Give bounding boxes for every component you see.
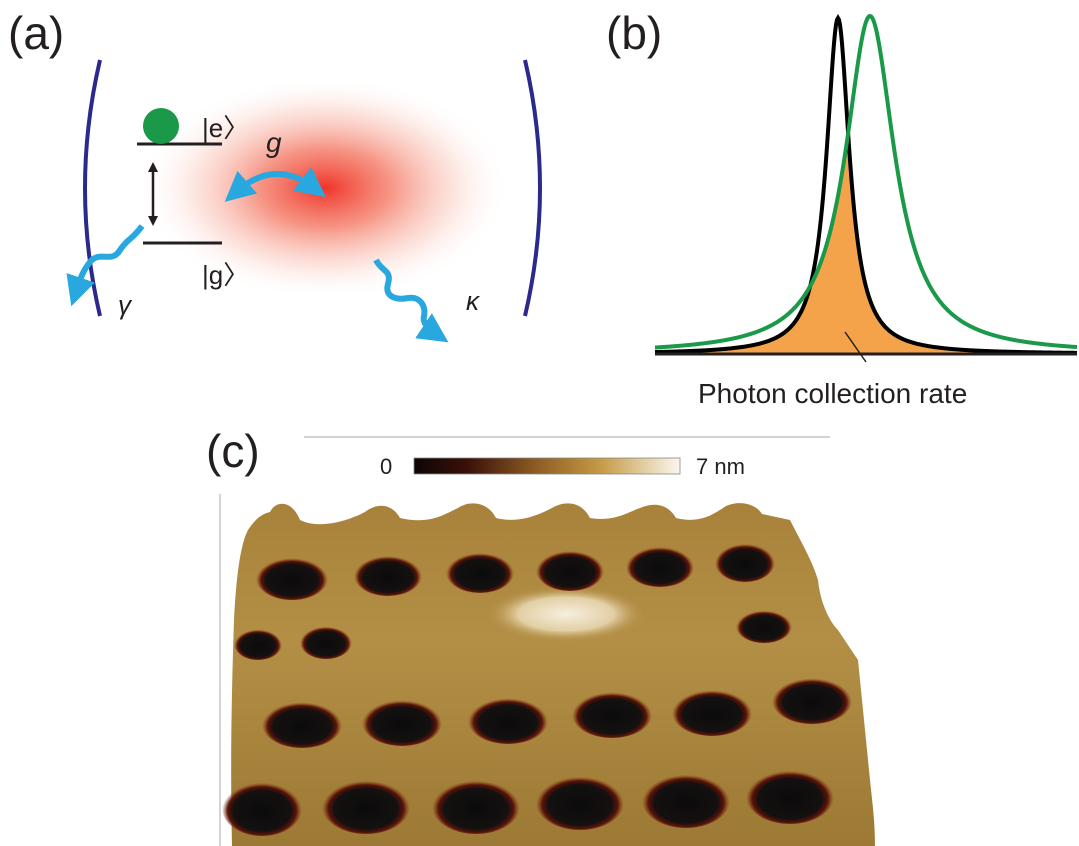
crystal-hole: [322, 778, 410, 834]
cavity-decay-arrow: [373, 258, 449, 343]
crystal-hole: [432, 778, 520, 834]
coupling-label: g: [266, 127, 282, 158]
crystal-hole: [626, 545, 694, 587]
cavity-qed-diagram: |e〉 |g〉 g γ κ: [66, 59, 542, 343]
coupling-arrow: [224, 166, 326, 202]
left-mirror: [83, 59, 102, 317]
excited-state-label: |e〉: [202, 113, 249, 143]
collection-overlap-area: [655, 134, 1077, 354]
crystal-hole: [262, 700, 342, 748]
colorbar: [414, 458, 680, 474]
annotation-pointer: [844, 331, 867, 363]
cavity-decay-label: κ: [466, 286, 481, 316]
crystal-hole: [672, 688, 752, 736]
right-mirror: [523, 59, 542, 317]
cavity-resonance-line: [654, 13, 1078, 350]
crystal-hole: [642, 772, 730, 828]
crystal-hole: [736, 609, 792, 643]
crystal-hole: [300, 625, 352, 659]
crystal-hole: [572, 690, 652, 738]
crystal-hole: [468, 696, 548, 744]
atom: [143, 108, 179, 144]
colorbar-max-label: 7 nm: [696, 454, 745, 479]
atom-emission-line: [654, 14, 1078, 355]
crystal-hole: [222, 780, 302, 836]
ground-state-label: |g〉: [202, 260, 249, 290]
colorbar-min-label: 0: [380, 454, 392, 479]
atom-decay-arrow: [66, 224, 145, 307]
panel-b-label: (b): [606, 7, 663, 59]
panel-a-label: (a): [8, 7, 65, 59]
crystal-hole: [536, 549, 604, 591]
crystal-hole: [715, 542, 775, 582]
photon-collection-rate-label: Photon collection rate: [698, 378, 967, 409]
crystal-hole: [256, 556, 328, 600]
membrane-surface: [231, 503, 875, 846]
panel-c-label: (c): [206, 425, 260, 477]
crystal-hole: [772, 676, 852, 724]
crystal-hole: [536, 774, 624, 830]
crystal-hole: [234, 628, 282, 660]
surface-bump: [486, 586, 646, 642]
cavity-mode-field: [140, 76, 510, 300]
crystal-hole: [362, 698, 442, 746]
atom-decay-label: γ: [118, 290, 133, 320]
crystal-hole: [354, 554, 422, 596]
crystal-hole: [746, 768, 834, 824]
crystal-hole: [446, 551, 514, 593]
